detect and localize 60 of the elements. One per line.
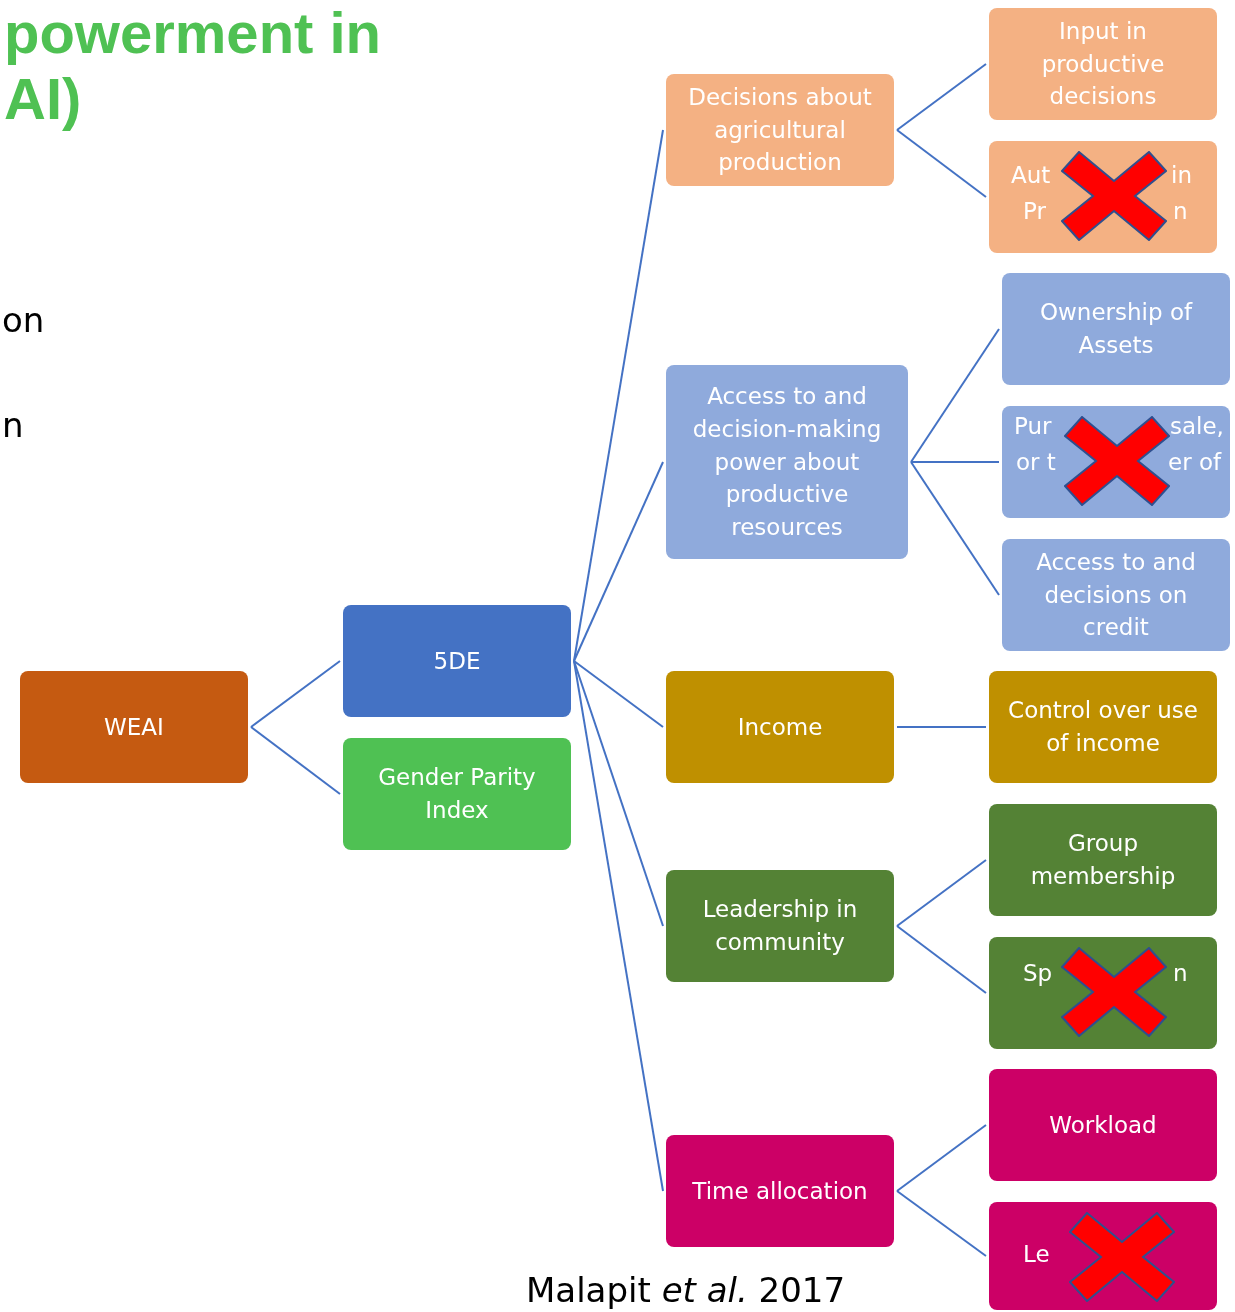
box-label: Ownership of Assets [1038,298,1194,360]
category-box [343,605,571,717]
label-fragment: Pr [1023,197,1046,226]
connector-line [910,328,1000,463]
category-box [989,804,1217,916]
connector-line [896,63,987,131]
connector-line [573,461,664,662]
box-label: Decisions about agricultural production [687,83,873,178]
label-fragment: Aut [1011,161,1051,190]
box-label: 5DE [433,646,481,676]
connector-line [573,660,664,927]
box-label: Control over use of income [1007,696,1199,758]
box-label: Time allocation [692,1176,868,1206]
label-fragment: n [1173,197,1188,226]
label-fragment: Pur [1014,412,1052,441]
box-label: Access to and decisions on credit [1035,548,1197,643]
label-fragment: or t [1016,448,1056,477]
connector-line [573,660,664,1192]
body-text: n [2,405,24,445]
box-label: Gender Parity Index [377,763,537,825]
box-label: Leadership in community [701,895,859,957]
category-box [989,671,1217,783]
category-box [666,1135,894,1247]
category-box [666,870,894,982]
citation: Malapit et al. 2017 [526,1270,846,1310]
body-text: on [2,300,45,340]
category-box [989,1069,1217,1181]
category-box [989,8,1217,120]
label-fragment: in [1171,161,1192,190]
box-label: Income [737,712,823,742]
connector-line [896,129,987,198]
category-box [1002,539,1230,651]
connector-line [896,1124,987,1192]
label-fragment: Sp [1023,959,1053,988]
category-box [666,74,894,186]
category-box [666,365,908,559]
box-label: Input in productive decisions [1040,17,1166,112]
connector-line [910,461,1000,596]
connector-line [250,726,341,795]
box-label: Access to and decision-making power about productive resources [691,382,883,542]
connector-line [250,660,341,728]
box-label: WEAI [104,712,164,742]
label-fragment: sale, [1170,412,1224,441]
category-box [666,671,894,783]
connector-line [573,660,664,728]
slide-title: powerment in AI) [4,0,383,132]
category-box [1002,273,1230,385]
label-fragment: Le [1023,1240,1050,1269]
connector-line [896,925,987,994]
connector-line [910,461,1000,463]
category-box [343,738,571,850]
connector-line [896,1190,987,1257]
connector-line [896,726,987,728]
label-fragment: er of [1168,448,1222,477]
connector-line [573,129,664,662]
box-label: Workload [1049,1110,1157,1140]
category-box [20,671,248,783]
box-label: Group membership [1029,829,1177,891]
label-fragment: n [1173,959,1188,988]
connector-line [896,859,987,927]
